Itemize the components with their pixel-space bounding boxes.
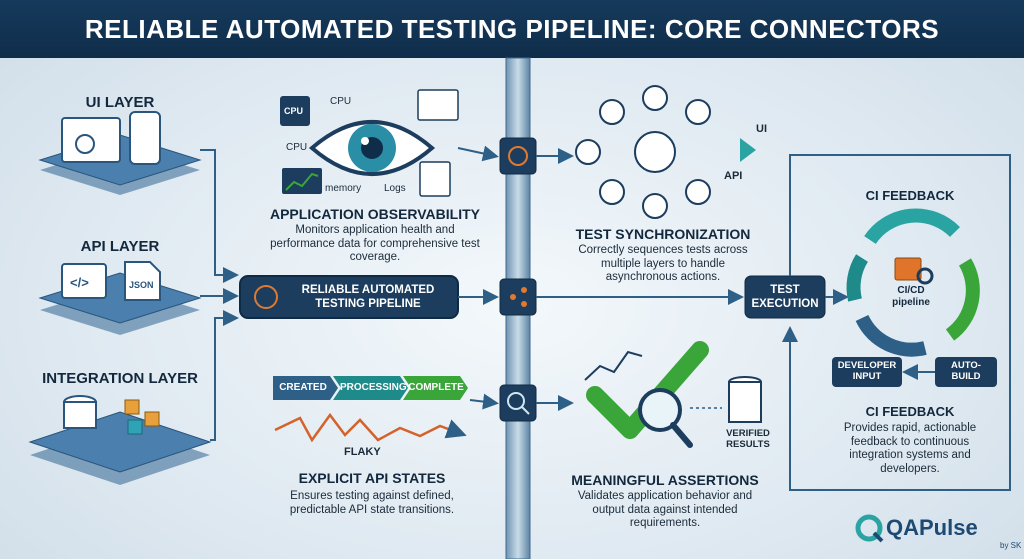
api-layer-platform [38, 261, 202, 335]
pipeline-node [499, 278, 537, 316]
pipeline-label: RELIABLE AUTOMATED TESTING PIPELINE [301, 284, 435, 310]
cpu-label-1: CPU [330, 96, 352, 107]
check-icon [586, 341, 709, 439]
api-states-title: EXPLICIT API STATES [298, 470, 446, 486]
ui-layer-platform [38, 111, 202, 195]
cpu-label-2: CPU [286, 142, 308, 153]
ui-layer-label: UI LAYER [85, 94, 155, 111]
ci-cycle [846, 208, 980, 357]
sync-clocks [575, 85, 711, 219]
flow-icon [254, 285, 278, 309]
observability-description: Monitors application health and performa… [270, 224, 480, 263]
state-complete: COMPLETE [408, 382, 464, 393]
integration-layer-platform [28, 395, 212, 485]
eye-icon [308, 120, 436, 176]
developer-input-bg [832, 357, 902, 387]
flaky-label: FLAKY [344, 446, 381, 458]
flaky-line [274, 412, 467, 443]
dashboard-icon [417, 89, 459, 121]
verified-results-label: VERIFIED RESULTS [726, 428, 770, 450]
code-symbol-label: </> [70, 275, 89, 290]
auto-build-label: AUTO-BUILD [951, 360, 981, 382]
assertions-title: MEANINGFUL ASSERTIONS [571, 472, 759, 488]
ci-feedback-title: CI FEEDBACK [865, 404, 955, 419]
api-states-description: Ensures testing against defined, predict… [289, 490, 455, 516]
logs-label: Logs [384, 183, 406, 194]
logs-file-icon [419, 161, 451, 197]
integration-layer-label: INTEGRATION LAYER [42, 370, 198, 387]
memory-label: memory [325, 183, 362, 194]
state-created: CREATED [279, 382, 327, 393]
phone-icon [129, 111, 161, 165]
observability-title: APPLICATION OBSERVABILITY [269, 206, 480, 222]
cpu-chip-label: CPU [284, 106, 304, 116]
cube-icon [124, 399, 140, 415]
state-processing: PROCESSING [340, 382, 407, 393]
page-title: RELIABLE AUTOMATED TESTING PIPELINE: COR… [84, 13, 940, 44]
brand-logo: QAPulse [886, 515, 978, 541]
ci-loop-line [782, 154, 1011, 491]
ci-feedback-top-label: CI FEEDBACK [865, 188, 955, 203]
brand-name: QAPulse [886, 515, 978, 540]
api-layer-label: API LAYER [80, 238, 160, 255]
sync-description: Correctly sequences tests across multipl… [578, 244, 748, 283]
memory-chart-icon [282, 168, 322, 194]
auto-build-bg [935, 357, 997, 387]
title-bar: RELIABLE AUTOMATED TESTING PIPELINE: COR… [0, 0, 1024, 58]
cpu-chip-icon [280, 96, 310, 126]
json-file-icon [124, 261, 161, 301]
json-label: JSON [129, 280, 154, 290]
brand-byline: by SK [1000, 541, 1022, 550]
sync-api-label: API [724, 170, 743, 182]
cicd-pipeline-label: CI/CD pipeline [892, 285, 930, 308]
state-processing-shape [333, 376, 408, 400]
state-created-shape [273, 376, 338, 400]
magnifier-icon [638, 388, 682, 432]
browser-icon [61, 117, 121, 163]
test-execution-label: TEST EXECUTION [751, 284, 819, 310]
sync-title: TEST SYNCHRONIZATION [575, 226, 751, 242]
assertions-node [499, 384, 537, 422]
sync-ui-label: UI [756, 123, 767, 135]
ci-feedback-description: Provides rapid, actionable feedback to c… [843, 422, 977, 475]
developer-input-label: DEVELOPER INPUT [837, 360, 897, 382]
code-window-icon [61, 263, 107, 299]
assertions-description: Validates application behavior and outpu… [577, 490, 753, 529]
brand-logo-icon [855, 514, 883, 542]
observability-node [499, 137, 537, 175]
state-complete-shape [403, 376, 468, 400]
